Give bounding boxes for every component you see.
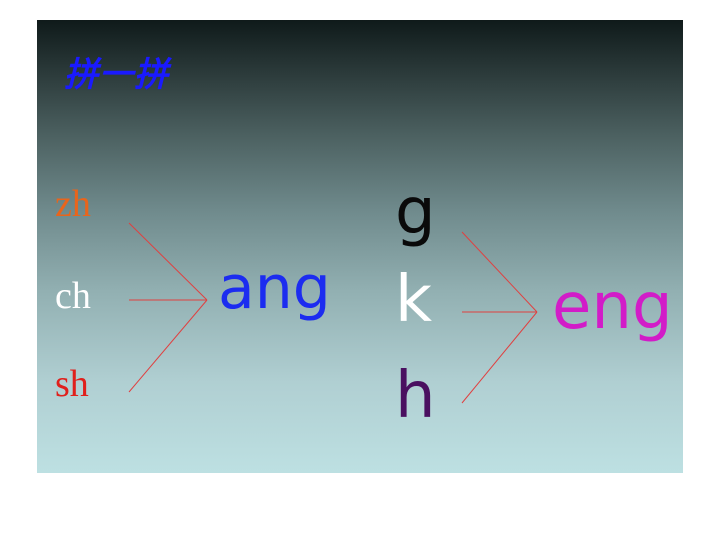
initial-g: g	[395, 175, 436, 249]
slide-title: 拼一拼	[64, 55, 169, 95]
initial-sh: sh	[55, 363, 89, 405]
initial-k: k	[395, 263, 433, 337]
lines-g1-line-0	[128, 222, 208, 301]
connector-lines	[128, 222, 538, 404]
lines-g2-line-0	[461, 231, 538, 313]
connector-group-2	[461, 231, 538, 404]
connector-group-1	[128, 222, 208, 393]
lines-g2-line-2	[461, 311, 538, 404]
slide: 拼一拼 zh ch sh ang g k h eng	[37, 20, 683, 473]
lines-g1-line-2	[128, 299, 208, 393]
final-eng: eng	[552, 270, 673, 344]
initial-h: h	[395, 359, 436, 433]
initial-ch: ch	[55, 275, 91, 317]
initial-zh: zh	[55, 183, 91, 225]
final-ang: ang	[218, 253, 331, 323]
